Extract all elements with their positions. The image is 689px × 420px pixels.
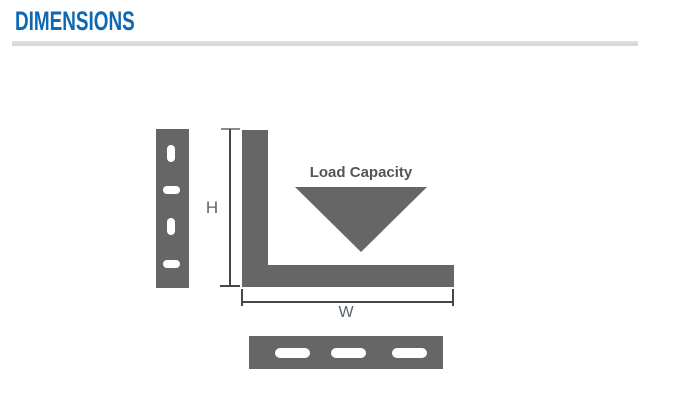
bracket-vertical-leg — [242, 130, 268, 287]
mounting-slot-horizontal — [331, 348, 366, 358]
dimension-tick-left — [241, 289, 243, 306]
mounting-slot-horizontal — [163, 260, 180, 268]
mounting-slot-horizontal — [392, 348, 427, 358]
load-capacity-label: Load Capacity — [309, 164, 413, 181]
dimension-line-horizontal — [242, 301, 453, 303]
dimension-tick-right — [452, 289, 454, 306]
title-rule-divider — [12, 41, 638, 46]
dimension-tick-bottom — [220, 285, 240, 287]
mounting-slot-vertical — [167, 218, 175, 235]
mounting-slot-horizontal — [275, 348, 310, 358]
mounting-slot-horizontal — [163, 186, 180, 194]
width-dimension-label: W — [338, 304, 354, 321]
dimension-line-vertical — [229, 129, 231, 287]
bracket-bottom-view — [249, 336, 443, 369]
page-title: DIMENSIONS — [15, 6, 135, 36]
bracket-side-view — [156, 129, 189, 288]
bracket-horizontal-leg — [242, 265, 454, 287]
mounting-slot-vertical — [167, 145, 175, 162]
height-dimension-label: H — [205, 198, 219, 217]
load-direction-down-arrow-icon — [295, 187, 427, 252]
